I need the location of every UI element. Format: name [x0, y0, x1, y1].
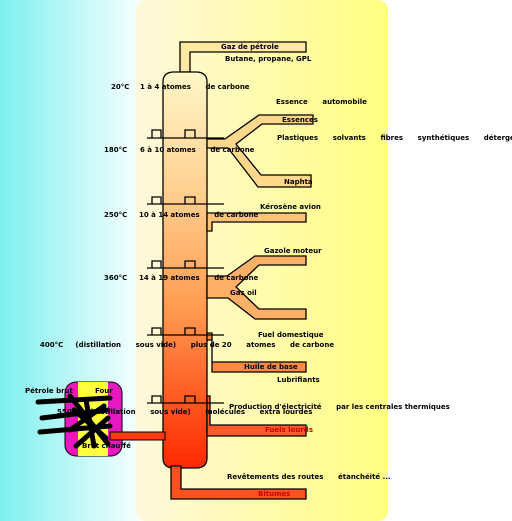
- use-butane: Butane, propane, GPL: [225, 55, 312, 63]
- carbon-range-3: 10 à 14 atomes de carbone: [139, 211, 259, 219]
- pipe-gasoil: [206, 255, 307, 320]
- carbon-range-1: 1 à 4 atomes de carbone: [140, 83, 250, 91]
- plate-1: [147, 129, 224, 139]
- plate-5: [147, 395, 224, 404]
- temperature-250c: 250°C: [104, 211, 128, 219]
- use-kerosene: Kérosène avion: [260, 203, 321, 211]
- distillation-tower: [162, 71, 208, 469]
- use-essence-auto: Essence automobile: [276, 98, 367, 106]
- furnace: [35, 381, 166, 457]
- use-electricite: Production d'électricité par les central…: [229, 403, 450, 411]
- label-petrole-brut: Pétrole brut: [25, 387, 73, 395]
- use-lubrifiants: Lubrifiants: [277, 376, 320, 384]
- use-revetements: Revêtements des routes étanchéité ...: [227, 473, 391, 481]
- temperature-180c: 180°C: [104, 146, 128, 154]
- temperature-360c: 360°C: [104, 274, 128, 282]
- pipe-fuels-lourds: [206, 395, 307, 437]
- temperature-400c: 400°C (distillation sous vide) plus de 2…: [40, 341, 335, 349]
- fraction-gas-oil: Gas oil: [230, 289, 257, 297]
- use-plastiques: Plastiques solvants fibres synthétiques …: [277, 134, 512, 142]
- pipe-bitumes: [170, 465, 307, 500]
- plate-3: [147, 260, 224, 269]
- use-gazole: Gazole moteur: [264, 247, 322, 255]
- fraction-fuels-lourds: Fuels lourds: [265, 426, 313, 434]
- fraction-naphta: Naphta: [284, 178, 313, 186]
- label-four: Four: [95, 387, 113, 395]
- fraction-bitumes: Bitumes: [258, 490, 291, 498]
- carbon-range-4: 14 à 19 atomes de carbone: [139, 274, 259, 282]
- label-brut-chauffe: Brut chauffé: [82, 442, 131, 450]
- pipe-kerosene: [206, 212, 307, 232]
- carbon-range-2: 6 à 10 atomes de carbone: [140, 146, 255, 154]
- temperature-20c: 20°C: [111, 83, 130, 91]
- fraction-essences: Essences: [282, 116, 318, 124]
- fraction-huile-base: Huile de base: [244, 363, 298, 371]
- use-fuel-domestique: Fuel domestique: [258, 331, 324, 339]
- fraction-gaz-petrole: Gaz de pétrole: [221, 43, 279, 51]
- pipe-essences-naphta: [206, 114, 314, 188]
- temperature-550c: 550°C (distillation sous vide) molécules…: [57, 408, 313, 416]
- pipe-huile-base: [206, 332, 307, 373]
- plate-4: [147, 327, 224, 336]
- plate-2: [147, 196, 224, 205]
